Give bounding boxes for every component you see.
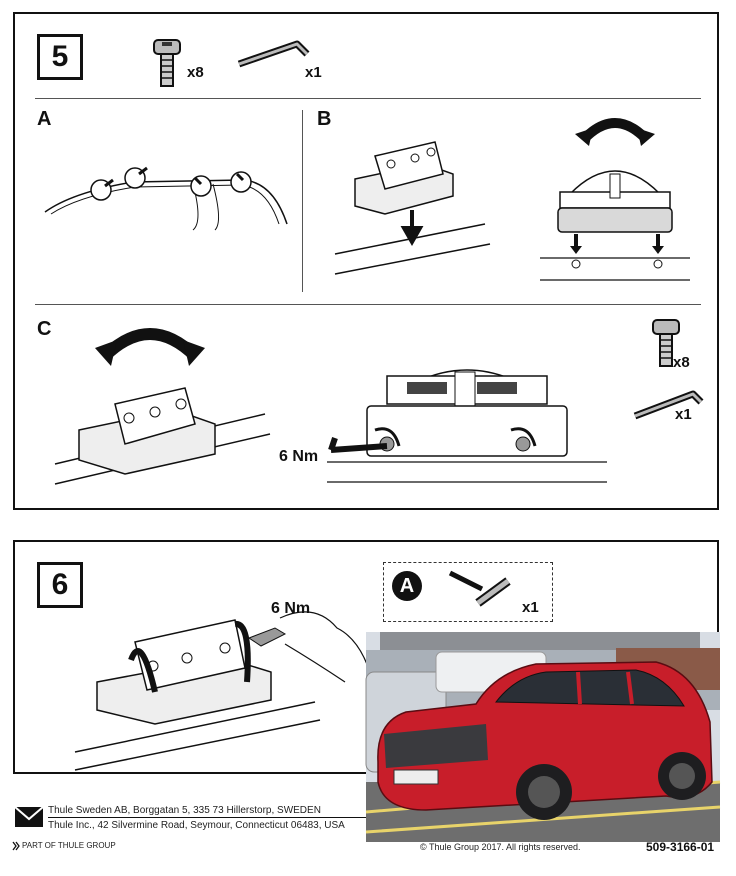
copyright: © Thule Group 2017. All rights reserved. (420, 842, 581, 852)
thule-chevron-icon (12, 841, 20, 851)
part-of-group: PART OF THULE GROUP (22, 841, 116, 850)
car-photo (365, 632, 721, 842)
address-rule (48, 817, 366, 818)
c-hex-key-quantity: x1 (675, 406, 692, 423)
rotate-arrow-icon (95, 328, 205, 366)
hex-key-icon (633, 390, 704, 420)
address-sweden: Thule Sweden AB, Borggatan 5, 335 73 Hil… (48, 805, 321, 816)
torque-tool-icon (448, 570, 511, 607)
section-divider-middle (35, 304, 701, 305)
arrow-down-icon (400, 210, 424, 247)
car-roof-illustration (44, 166, 288, 231)
screw-icon (153, 39, 181, 87)
document-number: 509-3166-01 (646, 840, 715, 854)
screw-quantity: x8 (187, 64, 204, 81)
foot-tightening-illustration (327, 369, 607, 483)
foot-on-rail-illustration (54, 387, 271, 485)
option-badge: A (392, 571, 422, 601)
foot-placement-illustration (334, 141, 491, 275)
hex-key-quantity: x1 (305, 64, 322, 81)
section-divider-top (35, 98, 701, 99)
screw-icon (652, 319, 680, 367)
foot-final-tightening-illustration (74, 611, 376, 771)
torque-label: 6 Nm (279, 448, 319, 465)
step-6-torque-label: 6 Nm (271, 600, 311, 617)
foot-underside-illustration (540, 170, 690, 281)
tool-quantity: x1 (522, 599, 539, 616)
envelope-icon (14, 806, 44, 827)
c-screw-quantity: x8 (673, 354, 690, 371)
step-6-number: 6 (37, 562, 83, 608)
optional-tool-box: A x1 (383, 562, 553, 622)
section-b-label: B (317, 108, 332, 130)
section-c-label: C (37, 318, 52, 340)
section-a-label: A (37, 108, 52, 130)
rotate-arrow-icon (575, 118, 655, 146)
step-5-panel: 5 x8 x1 A B (13, 12, 719, 510)
address-usa: Thule Inc., 42 Silvermine Road, Seymour,… (48, 820, 345, 831)
step-5-number: 5 (37, 34, 83, 80)
hex-key-icon (237, 40, 310, 68)
section-divider-vertical (302, 110, 303, 292)
